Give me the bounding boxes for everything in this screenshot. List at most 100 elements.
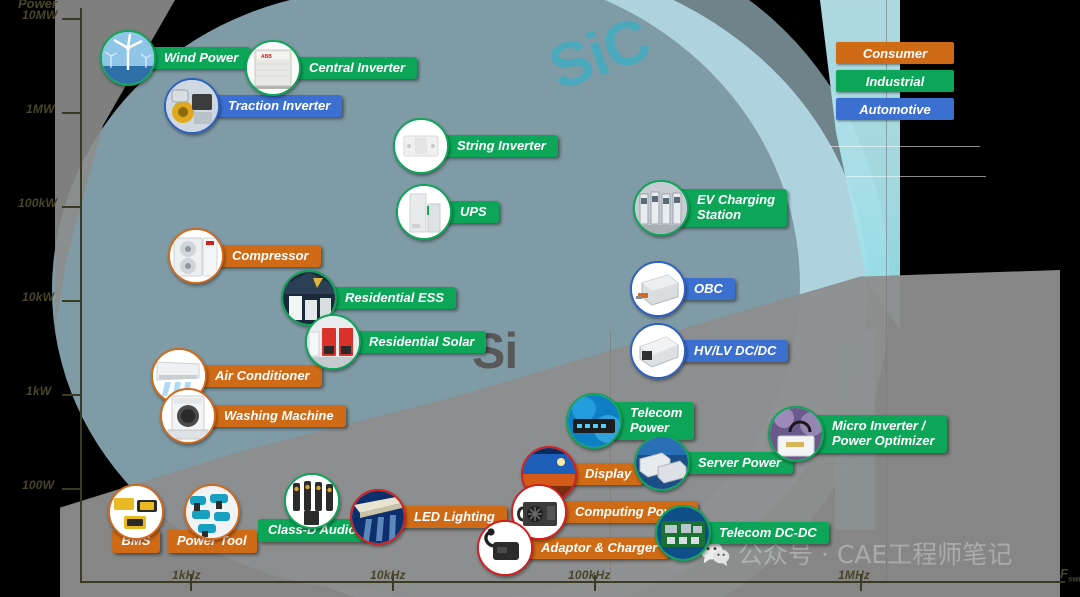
node-label-adaptor-charger: Adaptor & Charger — [521, 536, 670, 560]
guide-vline-1 — [886, 0, 887, 580]
guide-line-1 — [830, 146, 980, 147]
node-compressor[interactable]: Compressor — [168, 228, 321, 284]
legend-item-automotive[interactable]: Automotive — [836, 98, 954, 120]
svg-text:ABB: ABB — [261, 54, 272, 60]
node-label-wind-power: Wind Power — [144, 46, 251, 70]
node-label-micro-inverter: Micro Inverter / Power Optimizer — [812, 415, 947, 453]
node-hvlv-dcdc[interactable]: HV/LV DC/DC — [630, 323, 789, 379]
node-label-central-inverter: Central Inverter — [289, 56, 418, 80]
y-tick-5 — [62, 488, 80, 490]
node-label-traction-inverter: Traction Inverter — [208, 94, 343, 118]
washing-machine-icon — [160, 388, 216, 444]
wind-turbine-icon — [100, 30, 156, 86]
x-tick-label-2: 100kHz — [568, 568, 611, 582]
node-label-led-lighting: LED Lighting — [394, 505, 507, 529]
power-axis — [80, 8, 82, 583]
x-axis-title: Fswitching — [1060, 566, 1080, 584]
y-tick-label-2: 100kW — [18, 196, 58, 210]
node-label-ups: UPS — [440, 200, 499, 224]
y-tick-label-1: 1MW — [26, 102, 55, 116]
legend-label-automotive: Automotive — [859, 101, 931, 117]
y-tick-label-4: 1kW — [26, 384, 52, 398]
node-string-inverter[interactable]: String Inverter — [393, 118, 558, 174]
x-tick-label-1: 10kHz — [370, 568, 406, 582]
watermark-text: 公众号 · CAE工程师笔记 — [738, 540, 1013, 569]
bms-icon — [108, 484, 164, 540]
compressor-icon — [168, 228, 224, 284]
node-obc[interactable]: OBC — [630, 261, 735, 317]
node-label-residential-solar: Residential Solar — [349, 330, 487, 354]
traction-inverter-icon — [164, 78, 220, 134]
x-axis-title-sub: switching — [1067, 574, 1080, 584]
x-tick-label-3: 1MHz — [838, 568, 871, 582]
node-ups[interactable]: UPS — [396, 184, 499, 240]
telecom-power-icon — [566, 393, 622, 449]
node-label-string-inverter: String Inverter — [437, 134, 558, 158]
node-washing-machine[interactable]: Washing Machine — [160, 388, 346, 444]
guide-line-2 — [846, 176, 986, 177]
node-traction-inverter[interactable]: Traction Inverter — [164, 78, 343, 134]
x-tick-3 — [860, 575, 862, 591]
micro-inverter-icon — [768, 406, 824, 462]
obc-icon — [630, 261, 686, 317]
node-label-power-tool: Power Tool — [167, 530, 257, 553]
y-tick-label-3: 10kW — [22, 290, 55, 304]
node-label-telecom-dcdc: Telecom DC-DC — [699, 521, 829, 545]
legend-label-industrial: Industrial — [865, 73, 925, 89]
x-tick-0 — [190, 575, 192, 591]
node-label-display: Display — [565, 462, 644, 486]
x-axis-title-text: F — [1060, 566, 1068, 581]
node-label-air-conditioner: Air Conditioner — [195, 364, 322, 388]
node-telecom-dcdc[interactable]: Telecom DC-DC — [655, 505, 829, 561]
guide-vline-2 — [610, 330, 611, 580]
node-label-ev-charging-station: EV Charging Station — [677, 189, 788, 227]
node-adaptor-charger[interactable]: Adaptor & Charger — [477, 520, 670, 576]
led-lighting-icon — [350, 489, 406, 545]
x-tick-label-0: 1kHz — [172, 568, 201, 582]
frequency-axis — [80, 581, 1065, 583]
legend-label-consumer: Consumer — [862, 45, 928, 61]
watermark: 公众号 · CAE工程师笔记 — [700, 535, 1012, 571]
node-residential-solar[interactable]: Residential Solar — [305, 314, 487, 370]
y-tick-label-5: 100W — [22, 478, 55, 492]
y-tick-4 — [62, 394, 80, 396]
residential-solar-icon — [305, 314, 361, 370]
legend-item-consumer[interactable]: Consumer — [836, 42, 954, 64]
y-axis-title: Power — [18, 0, 58, 11]
power-tool-icon — [183, 484, 240, 540]
class-d-audio-icon — [284, 473, 341, 529]
adaptor-charger-icon — [477, 520, 533, 576]
y-tick-3 — [62, 300, 80, 302]
y-tick-label-0: 10MW — [22, 8, 58, 22]
x-tick-1 — [392, 575, 394, 591]
node-bms[interactable]: BMS — [108, 484, 164, 553]
y-tick-0 — [62, 18, 80, 20]
y-tick-1 — [62, 112, 80, 114]
string-inverter-icon — [393, 118, 449, 174]
ev-charging-station-icon — [633, 180, 689, 236]
central-inverter-icon: ABB — [245, 40, 301, 96]
server-power-icon — [634, 435, 690, 491]
node-server-power[interactable]: Server Power — [634, 435, 794, 491]
node-led-lighting[interactable]: LED Lighting — [350, 489, 507, 545]
node-micro-inverter[interactable]: Micro Inverter / Power Optimizer — [768, 406, 947, 462]
node-telecom-power[interactable]: Telecom Power — [566, 393, 695, 449]
node-wind-power[interactable]: Wind Power — [100, 30, 251, 86]
node-class-d-audio[interactable]: Class-D Audio — [258, 473, 367, 542]
node-label-telecom-power: Telecom Power — [610, 402, 695, 440]
node-label-residential-ess: Residential ESS — [325, 286, 456, 310]
node-label-washing-machine: Washing Machine — [204, 404, 346, 428]
node-label-compressor: Compressor — [212, 244, 321, 268]
node-power-tool[interactable]: Power Tool — [167, 484, 257, 553]
legend-item-industrial[interactable]: Industrial — [836, 70, 954, 92]
legend: Consumer Industrial Automotive — [836, 42, 954, 126]
hvlv-dcdc-icon — [630, 323, 686, 379]
node-central-inverter[interactable]: ABB Central Inverter — [245, 40, 418, 96]
node-label-hvlv-dcdc: HV/LV DC/DC — [674, 339, 789, 363]
ups-icon — [396, 184, 452, 240]
node-label-obc: OBC — [674, 277, 735, 301]
node-ev-charging-station[interactable]: EV Charging Station — [633, 180, 788, 236]
node-label-server-power: Server Power — [678, 451, 794, 475]
x-tick-2 — [594, 575, 596, 591]
